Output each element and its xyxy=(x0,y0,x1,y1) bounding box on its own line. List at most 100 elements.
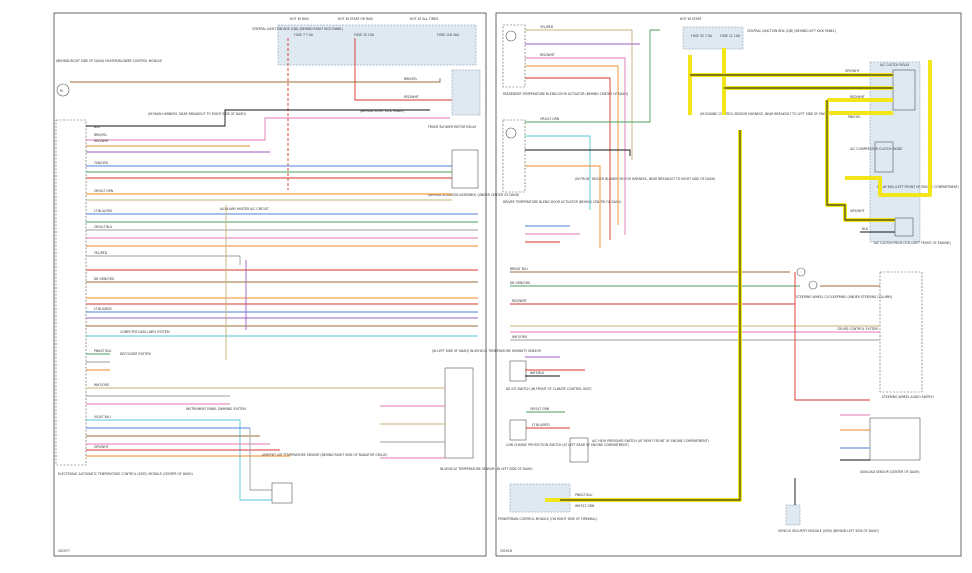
pin-45-label: DK GRN/ORG xyxy=(94,277,115,281)
label-red-wht-r: RED/WHT xyxy=(540,53,555,57)
label-yel-org: YEL/RED xyxy=(540,25,554,29)
ac-clutch-relay-label: A/C CLUTCH RELAY xyxy=(880,63,909,67)
wire-r-blk-1 xyxy=(525,149,631,156)
fuse-32-label: FUSE 32 7.5A xyxy=(691,34,713,38)
vsm-box xyxy=(785,504,801,526)
computer-link-label: COMPUTER DATA LINES SYSTEM xyxy=(120,330,170,334)
sunload-sensor-box xyxy=(869,417,921,461)
clockspring-connector-2 xyxy=(808,280,818,290)
cjb-label: CENTRAL JUNCTION BOX (CJB) (BEHIND RIGHT… xyxy=(252,27,343,31)
pin-43-label: ORG/LT BLU xyxy=(94,225,112,229)
blower-motor-label: (BEHIND RIGHT SIDE OF DASH) HEATER/BLOWE… xyxy=(56,59,162,63)
left-page-frame xyxy=(53,12,487,557)
ac-clutch-diode-label: A/C COMPRESSOR CLUTCH DIODE xyxy=(850,147,902,151)
driver-actuator-box xyxy=(502,119,526,193)
label-wht-blk: WHT/BLK xyxy=(530,371,545,375)
wire-gry-5 xyxy=(249,428,272,491)
pin-48-label: WHT/ORG xyxy=(94,383,110,387)
right-page-id: 202918 xyxy=(500,549,512,553)
cjb-left-fuse-box xyxy=(682,26,744,50)
label-org-lt-grn-r: ORG/LT GRN xyxy=(540,117,560,121)
hot-in-run-label: HOT IN RUN xyxy=(290,17,309,21)
fuse-116-label: FUSE 116 40A xyxy=(437,33,460,37)
wire-r-tan-1 xyxy=(525,29,633,160)
wire-r-grn-1 xyxy=(525,29,660,123)
engine-harness-note: (IN ENGINE CONTROL SENSOR HARNESS, NEAR … xyxy=(700,112,832,116)
eatc-module-box xyxy=(55,119,87,466)
pin-46-label: LT BLU/RED xyxy=(94,307,112,311)
hot-at-all-times-label: HOT AT ALL TIMES xyxy=(410,17,438,21)
blower-motor-icon xyxy=(56,83,70,97)
label-lt-blu-red: LT BLU/RED xyxy=(532,423,550,427)
left-harness-note: (IN MAIN HARNESS, NEAR BREAKOUT TO RIGHT… xyxy=(148,112,246,116)
passenger-actuator-label: PASSENGER TEMPERATURE BLEND DOOR ACTUATO… xyxy=(503,92,628,96)
label-blk: BLK xyxy=(862,227,869,231)
blower-relay-box xyxy=(451,69,481,116)
driver-actuator-label: DRIVER TEMPERATURE BLEND DOOR ACTUATOR (… xyxy=(503,200,621,204)
wire-r-org-2 xyxy=(525,165,601,248)
relay-box xyxy=(869,61,921,243)
ambient-sensor-label: AMBIENT AIR TEMPERATURE SENSOR (BEHIND R… xyxy=(262,453,387,457)
vsm-label: VEHICLE SECURITY MODULE (VSM) (BEHIND LE… xyxy=(778,529,879,533)
hot-in-start-label: HOT IN START xyxy=(680,17,701,21)
blower-motor-m: M xyxy=(60,89,63,93)
wire-blk xyxy=(86,109,430,127)
heater-harness-note: (IN FRONT HEATER BLOWER MOTOR HARNESS, N… xyxy=(575,177,715,181)
label-pnk-yel: PNK/YEL xyxy=(848,115,861,119)
pin-50-label: GRY/WHT xyxy=(94,445,109,449)
right-page-frame xyxy=(495,12,962,557)
wire-pnk xyxy=(86,117,450,141)
label-brn-yel: BRN/YEL xyxy=(404,77,417,81)
label-dk-grn-org: DK GRN/ORG xyxy=(510,281,531,285)
blower-relay-label: FRONT BLOWER MOTOR RELAY xyxy=(428,125,476,129)
wire-r-red-6 xyxy=(794,272,870,401)
low-charge-switch xyxy=(509,419,527,441)
wire-gry-2 xyxy=(86,255,241,265)
steering-switch-label: STEERING WHEEL AUDIO SWITCH xyxy=(882,395,934,399)
wire-r-cyan-1 xyxy=(525,135,591,210)
label-wht-org: WHT/ORG xyxy=(512,335,528,339)
eatc-module-label: ELECTRONIC AUTOMATIC TEMPERATURE CONTROL… xyxy=(58,472,193,476)
clockspring-label: STEERING WHEEL CLOCKSPRING (UNDER STEERI… xyxy=(796,295,892,299)
de-ice-switch xyxy=(509,360,527,382)
ac-clutch-label: A/C CLUTCH FIELD COIL (LEFT FRONT OF ENG… xyxy=(874,241,951,245)
highlight-core-4 xyxy=(560,130,741,501)
pcm-label: POWERTRAIN CONTROL MODULE (ON RIGHT SIDE… xyxy=(498,517,597,521)
wire-r-org-1 xyxy=(525,65,619,225)
passenger-actuator-box xyxy=(502,24,526,88)
solenoid-assembly-box xyxy=(451,149,479,189)
label-gry-wht-2: GRY/WHT xyxy=(850,209,865,213)
ambient-sensor-box xyxy=(271,482,293,504)
label-red-wht-2: RED/WHT xyxy=(512,299,527,303)
dimming-label: INSTRUMENT PANEL DIMMING SYSTEM xyxy=(186,407,246,411)
cruise-control-label: CRUISE CONTROL SYSTEM xyxy=(837,327,878,331)
defogger-label: DEFOGGER SYSTEM xyxy=(120,352,151,356)
label-pnk-lt-blu: PNK/LT BLU xyxy=(575,493,592,497)
wire-cyan-2 xyxy=(86,419,272,501)
solenoid-label: (BEHIND SOLENOID ASSEMBLY) (UNDER CENTER… xyxy=(428,193,519,197)
highlight-core-3 xyxy=(826,100,895,221)
steering-switch-box xyxy=(879,271,923,393)
eatc-pin-labels: BLK BRN/YEL RED/WHT TAN/ORG ORG/LT GRN L… xyxy=(93,125,115,449)
right-kick-note: (BEHIND RIGHT KICK PANEL) xyxy=(360,109,404,113)
clockspring-connector-1 xyxy=(796,267,806,277)
humidity-sensor-label: (IN LEFT SIDE OF DASH) IN-VEHICLE TEMPER… xyxy=(432,349,542,353)
fuse-11-label: FUSE 11 10A xyxy=(720,34,741,38)
fuse-15-label: FUSE 15 15A xyxy=(354,33,375,37)
aux-heater-label: AUXILIARY HEATER A/C CIRCUIT xyxy=(220,207,269,211)
pin-42-label: LT BLU/ORG xyxy=(94,209,113,213)
wire-red xyxy=(354,38,452,101)
label-wht-lt-grn: WHT/LT GRN xyxy=(575,504,595,508)
label-brn-lt-blu: BRN/LT BLU xyxy=(510,267,528,271)
wire-r-pnk-1 xyxy=(525,57,626,235)
pin-39-label: RED/WHT xyxy=(94,139,109,143)
ac-pressure-switch xyxy=(569,437,589,463)
sunload-sensor-label: SUNLOAD SENSOR (CENTER OF DASH) xyxy=(860,470,920,474)
wire-brn-yel xyxy=(70,78,441,83)
low-charge-switch-label: LOW CHARGE PROTECTION SWITCH (AT LEFT RE… xyxy=(506,443,629,447)
ac-clutch-diode xyxy=(874,141,894,173)
pin-49-label: VIO/LT BLU xyxy=(94,415,111,419)
label-red-wht-l: RED/WHT xyxy=(404,95,419,99)
highlight-diode-loop xyxy=(845,60,932,197)
label-org-lt-grn: ORG/LT GRN xyxy=(530,407,550,411)
